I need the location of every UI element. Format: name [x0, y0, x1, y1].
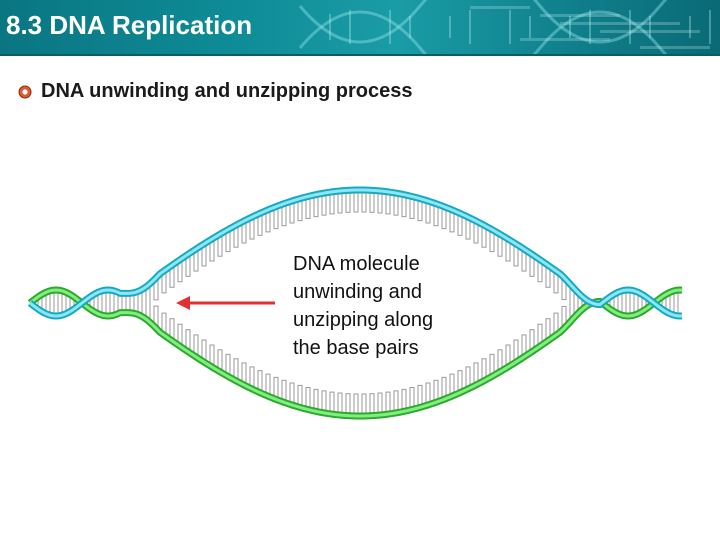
caption-line: the base pairs — [293, 334, 433, 362]
base-pair-rung — [106, 290, 110, 316]
bullet-point: DNA unwinding and unzipping process — [18, 80, 412, 103]
base-pair-rung — [626, 290, 630, 316]
caption-line: DNA molecule — [293, 250, 433, 278]
header-divider — [0, 54, 720, 56]
page-title: 8.3 DNA Replication — [6, 9, 252, 41]
bullet-circle-icon — [18, 85, 32, 99]
caption-line: unwinding and — [293, 278, 433, 306]
caption-line: unzipping along — [293, 306, 433, 334]
arrow-left-icon — [176, 296, 275, 310]
bullet-text: DNA unwinding and unzipping process — [41, 80, 412, 103]
diagram-caption: DNA molecule unwinding and unzipping alo… — [293, 250, 433, 362]
title-bar: 8.3 DNA Replication — [0, 0, 720, 54]
